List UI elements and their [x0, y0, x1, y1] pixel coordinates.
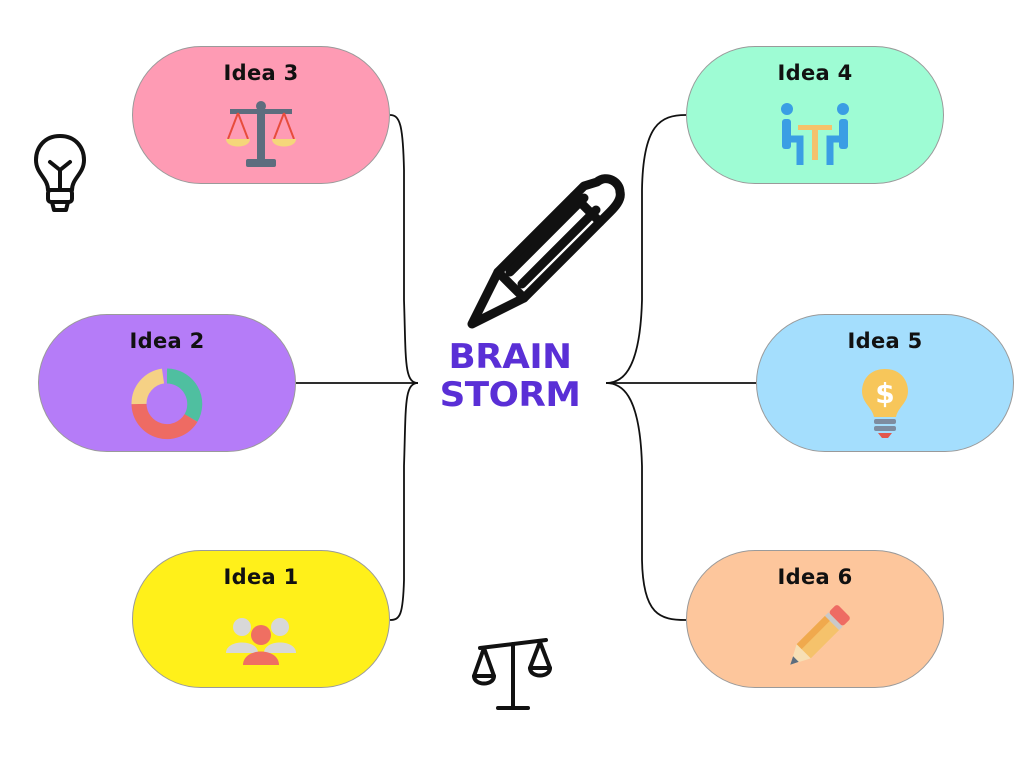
lightbulb-icon — [34, 134, 86, 212]
people-icon — [226, 618, 296, 665]
idea-title-6: Idea 6 — [777, 565, 853, 589]
idea-title-5: Idea 5 — [847, 329, 923, 353]
connector-left-bottom — [389, 382, 419, 621]
pencil-icon — [790, 605, 850, 665]
connector-right-top — [605, 114, 687, 384]
idea-node-3[interactable]: Idea 3 — [132, 46, 390, 184]
connector-left-top — [389, 114, 419, 384]
idea-title-1: Idea 1 — [223, 565, 299, 589]
meeting-table-icon — [781, 103, 849, 165]
donut-chart-icon — [131, 368, 203, 440]
connector-right-bottom — [605, 382, 687, 621]
idea-node-5[interactable]: Idea 5 $ — [756, 314, 1014, 452]
idea-title-3: Idea 3 — [223, 61, 299, 85]
balance-scale-icon — [472, 638, 552, 710]
svg-text:$: $ — [875, 377, 894, 410]
idea-node-6[interactable]: Idea 6 — [686, 550, 944, 688]
idea-node-2[interactable]: Idea 2 — [38, 314, 296, 452]
center-title-line-1: BRAIN — [448, 337, 572, 377]
idea-title-2: Idea 2 — [129, 329, 205, 353]
center-title-line-2: STORM — [439, 375, 581, 415]
idea-node-4[interactable]: Idea 4 — [686, 46, 944, 184]
pencil-icon — [467, 174, 625, 329]
balance-scale-icon — [226, 101, 296, 167]
idea-title-4: Idea 4 — [777, 61, 853, 85]
money-lightbulb-icon: $ — [862, 369, 908, 438]
idea-node-1[interactable]: Idea 1 — [132, 550, 390, 688]
center-title: BRAIN STORM — [410, 338, 610, 414]
